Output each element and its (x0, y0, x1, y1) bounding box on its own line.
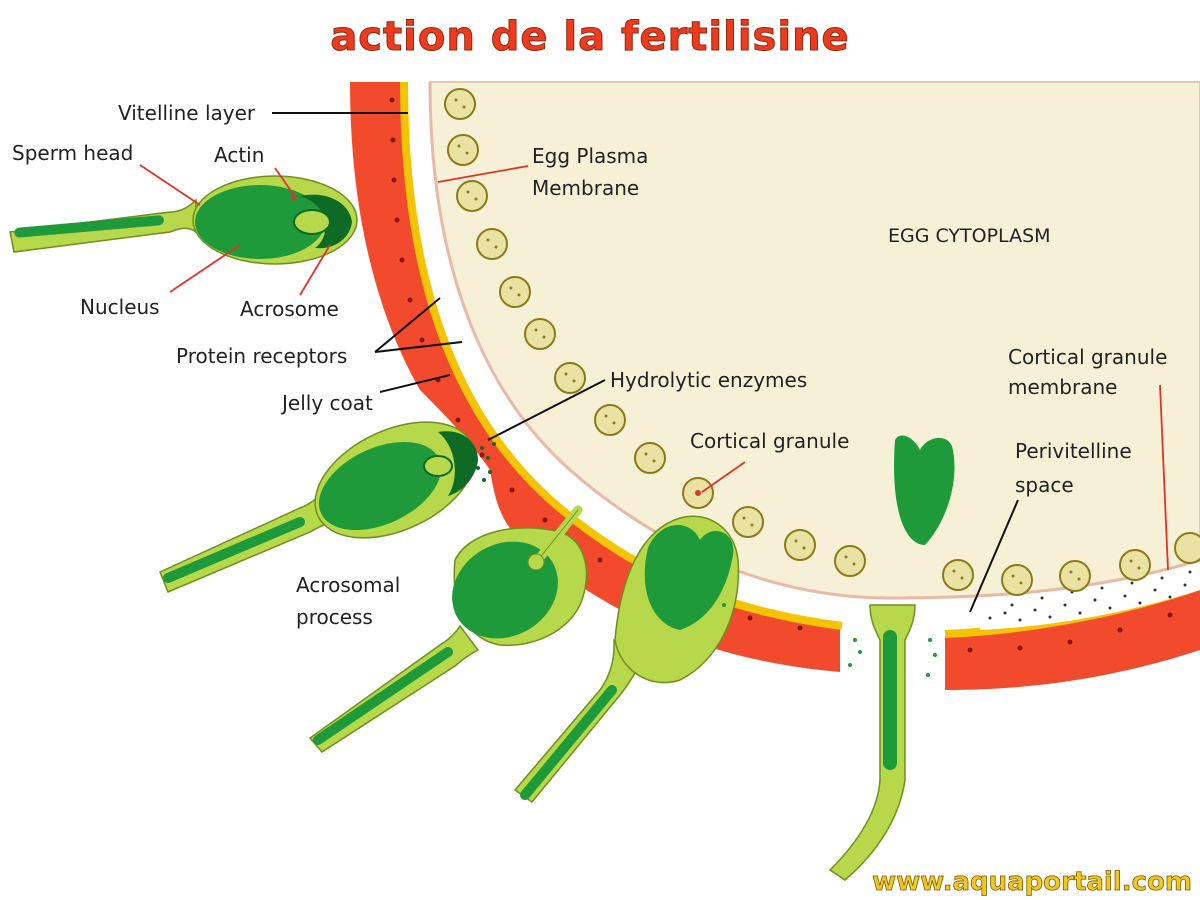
perivitelline-space (980, 570, 1200, 630)
watermark: www.aquaportail.com (872, 867, 1192, 897)
label-perivitelline-2: space (1015, 473, 1074, 497)
red-leader-lines (139, 164, 1169, 571)
label-cortical-membrane-2: membrane (1008, 375, 1117, 399)
page-title: action de la fertilisine (330, 14, 849, 60)
label-nucleus: Nucleus (80, 295, 160, 319)
sperm-4 (513, 515, 740, 804)
fusion-debris (716, 590, 937, 677)
label-acrosome: Acrosome (240, 297, 339, 321)
sperm-1 (9, 175, 358, 265)
label-protein-receptors: Protein receptors (176, 344, 347, 368)
sperm-5 (828, 435, 955, 881)
label-egg-plasma-2: Membrane (532, 176, 639, 200)
sperm-3 (308, 505, 588, 753)
label-jelly-coat: Jelly coat (280, 391, 373, 415)
label-hydrolytic-enzymes: Hydrolytic enzymes (610, 368, 807, 392)
label-egg-cytoplasm: EGG CYTOPLASM (888, 225, 1051, 247)
label-actin: Actin (214, 143, 264, 167)
label-perivitelline-1: Perivitelline (1015, 439, 1132, 463)
granule-dots (454, 98, 1141, 585)
sperm-2 (159, 421, 496, 593)
label-acrosomal-process-1: Acrosomal (296, 573, 400, 597)
nucleus (195, 185, 325, 259)
label-sperm-head: Sperm head (12, 141, 133, 165)
jelly-coat (350, 82, 840, 672)
actin (293, 209, 331, 235)
leader-lines (272, 112, 1019, 613)
label-cortical-granule: Cortical granule (690, 429, 849, 453)
label-cortical-membrane-1: Cortical granule (1008, 345, 1167, 369)
jelly-coat-right (945, 588, 1200, 690)
sperm-nucleus-in-egg (894, 435, 955, 545)
cortical-granules (444, 88, 1200, 596)
protein-receptor-dots (389, 97, 1173, 653)
label-vitelline-layer: Vitelline layer (118, 101, 256, 125)
perivitelline-speckles (988, 570, 1192, 622)
label-egg-plasma-1: Egg Plasma (532, 144, 648, 168)
highlighted-cortical-granule-core (695, 490, 701, 496)
label-acrosomal-process-2: process (296, 605, 373, 629)
